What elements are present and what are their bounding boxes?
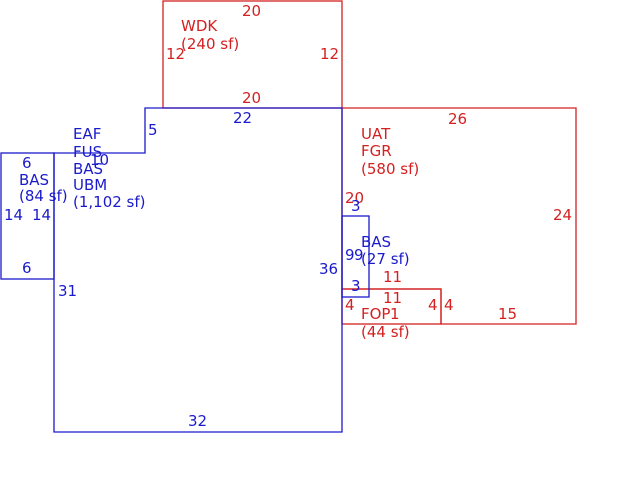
- bas-small-code: BAS: [361, 233, 391, 251]
- bas-left-code: BAS: [19, 171, 49, 189]
- dim-uat-step-a: 4: [428, 296, 438, 314]
- main-code-2: FUS: [73, 143, 102, 161]
- bas-left-area: (84 sf): [19, 187, 68, 205]
- dim-wdk-bottom: 20: [242, 89, 261, 107]
- dim-uat-right: 24: [553, 206, 572, 224]
- bas-left-outline: [0, 152, 55, 280]
- dim-uat-left: 20: [345, 189, 364, 207]
- dim-main-top: 22: [233, 109, 252, 127]
- main-code-4: UBM: [73, 176, 107, 194]
- wdk-area: (240 sf): [181, 35, 239, 53]
- dim-wdk-left: 12: [166, 45, 185, 63]
- dim-fop-inner: 11: [383, 289, 402, 307]
- dim-main-notch-overlap: 10: [90, 151, 109, 169]
- uat-area: (580 sf): [361, 160, 419, 178]
- fop-code: FOP: [361, 305, 390, 323]
- main-code-1: EAF: [73, 125, 101, 143]
- dim-bas-small-bottom: 3: [351, 277, 361, 295]
- uat-code-2: FGR: [361, 142, 392, 160]
- wdk-code: WDK: [181, 17, 218, 35]
- dim-uat-step-b: 4: [444, 296, 454, 314]
- dim-fop-top: 11: [383, 268, 402, 286]
- dim-bas-small-side: 9: [345, 246, 355, 264]
- dim-fop-bottom: 1: [390, 305, 400, 323]
- bas-small-outline: [341, 215, 370, 298]
- dim-main-bottom: 32: [188, 412, 207, 430]
- dim-main-right: 36: [319, 260, 338, 278]
- main-code-3: BAS: [73, 160, 103, 178]
- fop-area: (44 sf): [361, 323, 410, 341]
- dim-uat-top: 26: [448, 110, 467, 128]
- dim-bas-left-side-a: 14: [4, 206, 23, 224]
- dim-bas-small-side-2: 9: [354, 246, 364, 264]
- uat-code-1: UAT: [361, 125, 391, 143]
- main-outline: [53, 107, 343, 433]
- dim-bas-left-bottom: 6: [22, 259, 32, 277]
- dim-bas-small-top: 3: [351, 197, 361, 215]
- dim-main-notch: 5: [148, 121, 158, 139]
- bas-small-area: (27 sf): [361, 250, 410, 268]
- main-area: (1,102 sf): [73, 193, 146, 211]
- dim-wdk-right: 12: [320, 45, 339, 63]
- dim-fop-left: 4: [345, 296, 355, 314]
- dim-bas-left-side-b: 14: [32, 206, 51, 224]
- dim-main-left: 31: [58, 282, 77, 300]
- dim-wdk-top: 20: [242, 2, 261, 20]
- dim-uat-bottom: 15: [498, 305, 517, 323]
- dim-bas-left-top: 6: [22, 154, 32, 172]
